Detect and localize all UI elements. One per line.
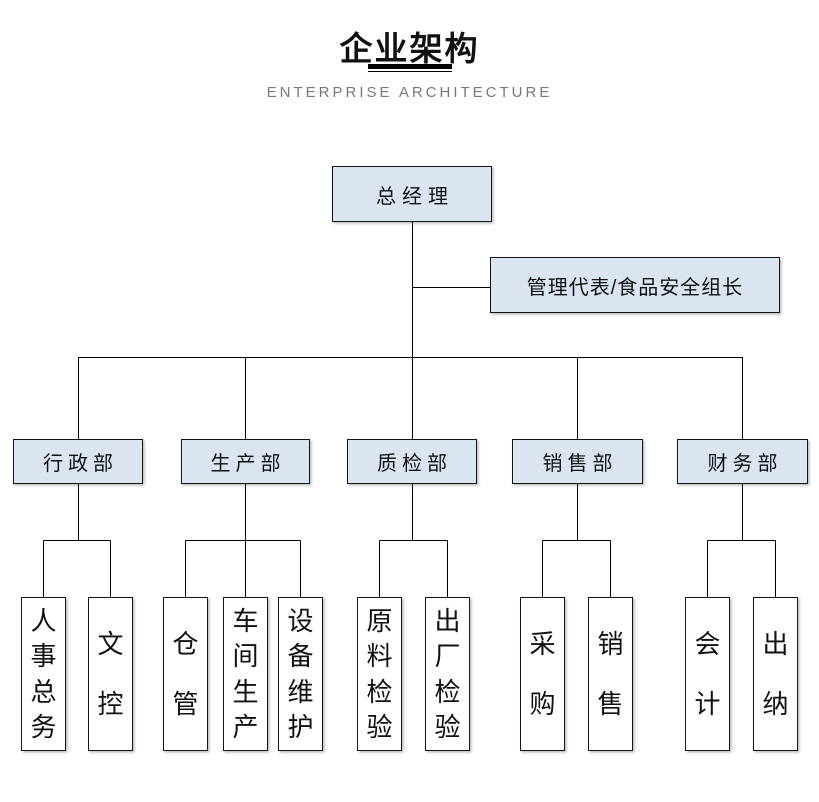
org-box-label: 人事总务: [30, 605, 57, 743]
org-box-label: 总经理: [376, 185, 454, 208]
org-box-label: 设备维护: [287, 605, 314, 743]
org-box-leaf-accounting[interactable]: 会计: [685, 597, 730, 751]
org-box-leaf-workshop-production[interactable]: 车间生产: [223, 597, 268, 751]
org-box-leaf-cashier[interactable]: 出纳: [753, 597, 798, 751]
title-underline-thin: [367, 71, 452, 72]
org-box-leaf-purchasing[interactable]: 采购: [520, 597, 565, 751]
org-box-label: 原料检验: [366, 605, 393, 743]
org-box-management-representative[interactable]: 管理代表/食品安全组长: [490, 257, 780, 313]
org-box-label: 文控: [97, 629, 124, 719]
org-box-label: 出厂检验: [434, 605, 461, 743]
org-box-leaf-document-control[interactable]: 文控: [88, 597, 133, 751]
org-box-leaf-sales[interactable]: 销售: [588, 597, 633, 751]
org-box-label: 销售部: [542, 453, 618, 475]
org-box-label: 仓管: [172, 629, 199, 719]
org-box-label: 财务部: [707, 453, 783, 475]
org-box-dept-admin[interactable]: 行政部: [13, 439, 143, 484]
org-box-leaf-warehouse[interactable]: 仓管: [163, 597, 208, 751]
org-box-dept-finance[interactable]: 财务部: [677, 439, 808, 484]
title-underline-thick: [367, 64, 452, 69]
org-box-label: 采购: [529, 629, 556, 719]
page-subtitle: ENTERPRISE ARCHITECTURE: [266, 84, 553, 101]
page-title: 企业架构: [339, 30, 480, 67]
org-box-general-manager[interactable]: 总经理: [332, 166, 492, 222]
org-box-dept-quality[interactable]: 质检部: [347, 439, 477, 484]
org-box-label: 生产部: [210, 453, 286, 475]
org-box-leaf-equipment-maintenance[interactable]: 设备维护: [278, 597, 323, 751]
org-box-label: 行政部: [43, 453, 118, 475]
org-box-leaf-raw-material-inspection[interactable]: 原料检验: [357, 597, 402, 751]
org-box-dept-production[interactable]: 生产部: [181, 439, 310, 484]
org-box-label: 销售: [597, 629, 624, 719]
org-box-label: 出纳: [762, 629, 789, 719]
org-box-leaf-hr-general-affairs[interactable]: 人事总务: [21, 597, 66, 751]
org-box-label: 质检部: [377, 453, 452, 475]
org-box-label: 管理代表/食品安全组长: [526, 276, 744, 299]
org-box-label: 车间生产: [232, 605, 259, 743]
org-box-leaf-outgoing-inspection[interactable]: 出厂检验: [425, 597, 470, 751]
org-box-label: 会计: [694, 629, 721, 719]
org-box-dept-sales[interactable]: 销售部: [512, 439, 643, 484]
